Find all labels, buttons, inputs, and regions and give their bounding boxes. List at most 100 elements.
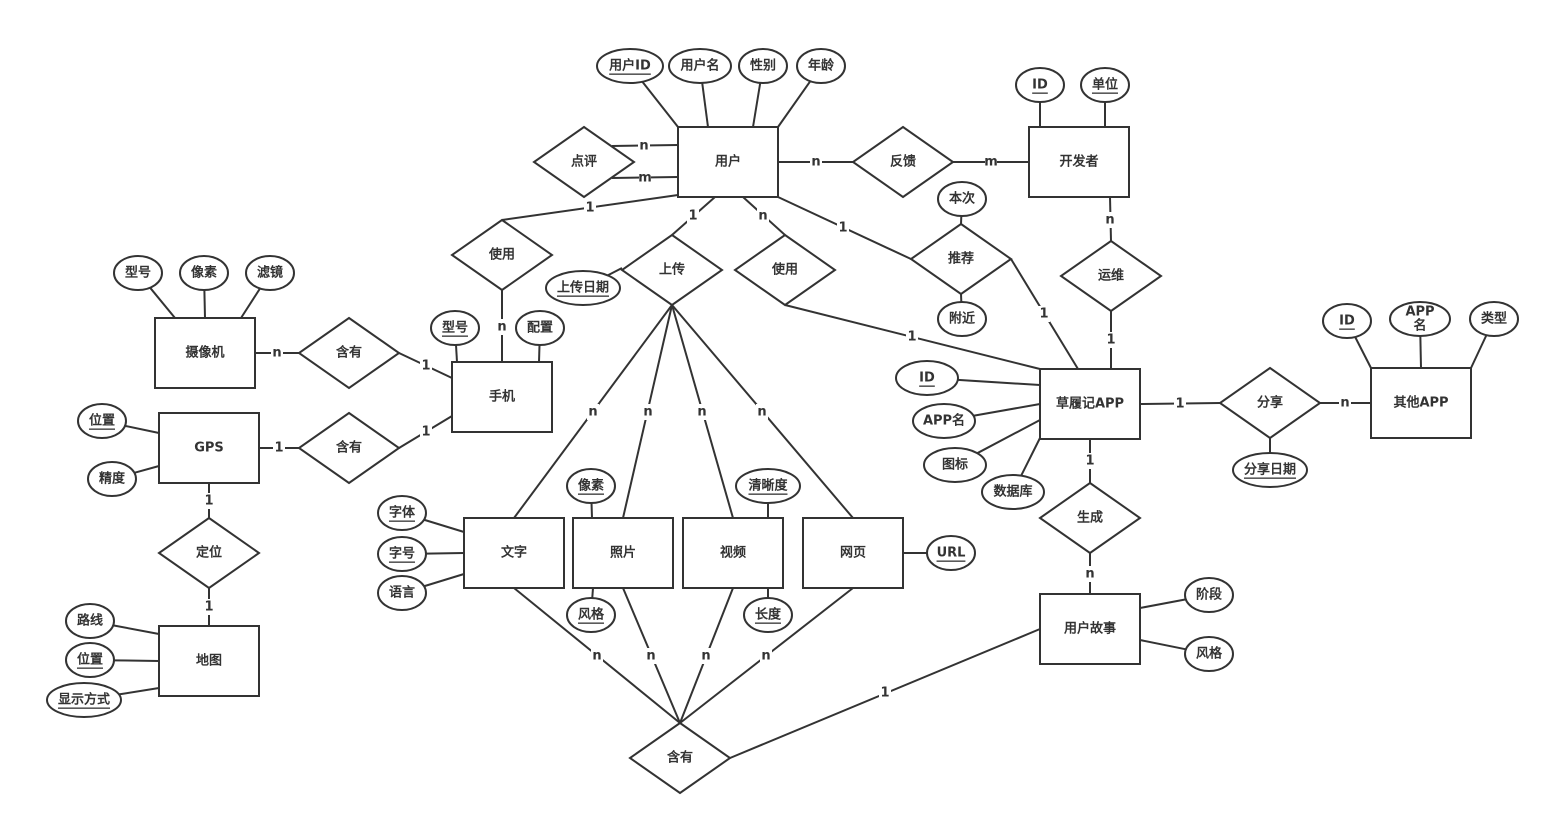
entity-text[interactable]: 文字: [463, 517, 565, 589]
entity-developer[interactable]: 开发者: [1028, 126, 1130, 198]
relationship-contain-media[interactable]: 含有: [628, 721, 732, 795]
entity-other-app[interactable]: 其他APP: [1370, 367, 1472, 439]
attribute-ellipse: [937, 181, 987, 217]
cardinality-bg: [879, 685, 891, 701]
attribute-rec-this[interactable]: 本次: [937, 181, 987, 217]
attribute-dev-id[interactable]: ID: [1015, 67, 1065, 103]
attribute-map-pos[interactable]: 位置: [65, 642, 115, 678]
attribute-story-stage[interactable]: 阶段: [1184, 577, 1234, 613]
relationship-recommend[interactable]: 推荐: [909, 222, 1013, 296]
entity-video[interactable]: 视频: [682, 517, 784, 589]
entity-story[interactable]: 用户故事: [1039, 593, 1141, 665]
attribute-text-size[interactable]: 字号: [377, 536, 427, 572]
cardinality-text: n: [701, 649, 710, 664]
attribute-video-length[interactable]: 长度: [743, 597, 793, 633]
attribute-label: 滤镜: [257, 265, 283, 281]
attribute-phone-model[interactable]: 型号: [430, 310, 480, 346]
attribute-text-font[interactable]: 字体: [377, 495, 427, 531]
attribute-link-app-id: [957, 378, 1041, 386]
attribute-user-gender[interactable]: 性别: [738, 48, 788, 84]
relationship-maintain[interactable]: 运维: [1059, 239, 1163, 313]
attribute-app-name[interactable]: APP名: [912, 403, 976, 439]
attribute-map-route[interactable]: 路线: [65, 603, 115, 639]
attribute-ellipse: [377, 495, 427, 531]
relationship-contain-gps[interactable]: 含有: [297, 411, 401, 485]
attribute-label: 用户名: [679, 58, 719, 74]
attribute-ellipse: [981, 474, 1045, 510]
attribute-photo-pixel[interactable]: 像素: [566, 468, 616, 504]
relationship-review[interactable]: 点评: [532, 125, 636, 199]
attribute-label: ID: [1339, 314, 1355, 329]
attribute-photo-style[interactable]: 风格: [566, 597, 616, 633]
attribute-ellipse: [668, 48, 732, 84]
attribute-phone-config[interactable]: 配置: [515, 310, 565, 346]
attribute-cam-model[interactable]: 型号: [113, 255, 163, 291]
cardinality-bg: [756, 404, 768, 420]
attribute-ellipse: [1080, 67, 1130, 103]
cardinality-text: n: [639, 139, 648, 154]
cardinality-text: 1: [204, 494, 213, 509]
entity-box: [677, 126, 779, 198]
entity-phone[interactable]: 手机: [451, 361, 553, 433]
attribute-ellipse: [923, 447, 987, 483]
attribute-app-db[interactable]: 数据库: [981, 474, 1045, 510]
relationship-locate[interactable]: 定位: [157, 516, 261, 590]
attribute-story-style[interactable]: 风格: [1184, 636, 1234, 672]
relationship-use-app[interactable]: 使用: [733, 233, 837, 307]
cardinality-text: 1: [880, 686, 889, 701]
entity-map[interactable]: 地图: [158, 625, 260, 697]
entity-box: [158, 625, 260, 697]
attribute-cam-pixel[interactable]: 像素: [179, 255, 229, 291]
attribute-video-clarity[interactable]: 清晰度: [735, 468, 801, 504]
attribute-other-name[interactable]: APP名: [1389, 301, 1451, 337]
cardinality-label: 1: [203, 599, 215, 615]
attribute-app-icon[interactable]: 图标: [923, 447, 987, 483]
attribute-label: 风格: [578, 607, 605, 623]
attribute-map-display[interactable]: 显示方式: [46, 682, 122, 718]
cardinality-label: 1: [584, 200, 596, 216]
attribute-upload-date[interactable]: 上传日期: [545, 270, 621, 306]
relationship-share[interactable]: 分享: [1218, 366, 1322, 440]
attribute-label: 型号: [442, 320, 468, 336]
attribute-app-id[interactable]: ID: [895, 360, 959, 396]
attribute-share-date[interactable]: 分享日期: [1232, 452, 1308, 488]
entity-camera[interactable]: 摄像机: [154, 317, 256, 389]
relationship-generate[interactable]: 生成: [1038, 481, 1142, 555]
attribute-gps-pos[interactable]: 位置: [77, 403, 127, 439]
cardinality-text: n: [761, 649, 770, 664]
attribute-gps-acc[interactable]: 精度: [87, 461, 137, 497]
attribute-label: APP名: [923, 413, 965, 429]
cardinality-bg: [587, 404, 599, 420]
attribute-user-name[interactable]: 用户名: [668, 48, 732, 84]
cardinality-label: m: [984, 154, 998, 170]
entity-user[interactable]: 用户: [677, 126, 779, 198]
relationship-label: 运维: [1098, 268, 1124, 284]
attribute-ellipse: [743, 597, 793, 633]
attribute-text-lang[interactable]: 语言: [377, 575, 427, 611]
attribute-ellipse: [77, 403, 127, 439]
attribute-link-text-font: [423, 518, 465, 533]
relationship-upload[interactable]: 上传: [620, 233, 724, 307]
cardinality-label: n: [1084, 566, 1096, 582]
entity-app[interactable]: 草履记APP: [1039, 368, 1141, 440]
attribute-link-story-style: [1139, 639, 1187, 651]
entity-webpage[interactable]: 网页: [802, 517, 904, 589]
attribute-rec-near[interactable]: 附近: [937, 301, 987, 337]
cardinality-text: n: [1085, 567, 1094, 582]
attribute-label: 附近: [949, 311, 975, 327]
attribute-link-map-route: [113, 624, 160, 635]
attribute-other-type[interactable]: 类型: [1469, 301, 1519, 337]
attribute-cam-filter[interactable]: 滤镜: [245, 255, 295, 291]
relationship-feedback[interactable]: 反馈: [851, 125, 955, 199]
attribute-user-id[interactable]: 用户ID: [596, 48, 664, 84]
attribute-ellipse: [566, 468, 616, 504]
attribute-user-age[interactable]: 年龄: [796, 48, 846, 84]
entity-photo[interactable]: 照片: [572, 517, 674, 589]
attribute-dev-unit[interactable]: 单位: [1080, 67, 1130, 103]
entity-gps[interactable]: GPS: [158, 412, 260, 484]
relationship-contain-camera[interactable]: 含有: [297, 316, 401, 390]
relationship-use-phone[interactable]: 使用: [450, 218, 554, 292]
attribute-other-id[interactable]: ID: [1322, 303, 1372, 339]
attribute-ellipse: [377, 575, 427, 611]
attribute-web-url[interactable]: URL: [926, 535, 976, 571]
